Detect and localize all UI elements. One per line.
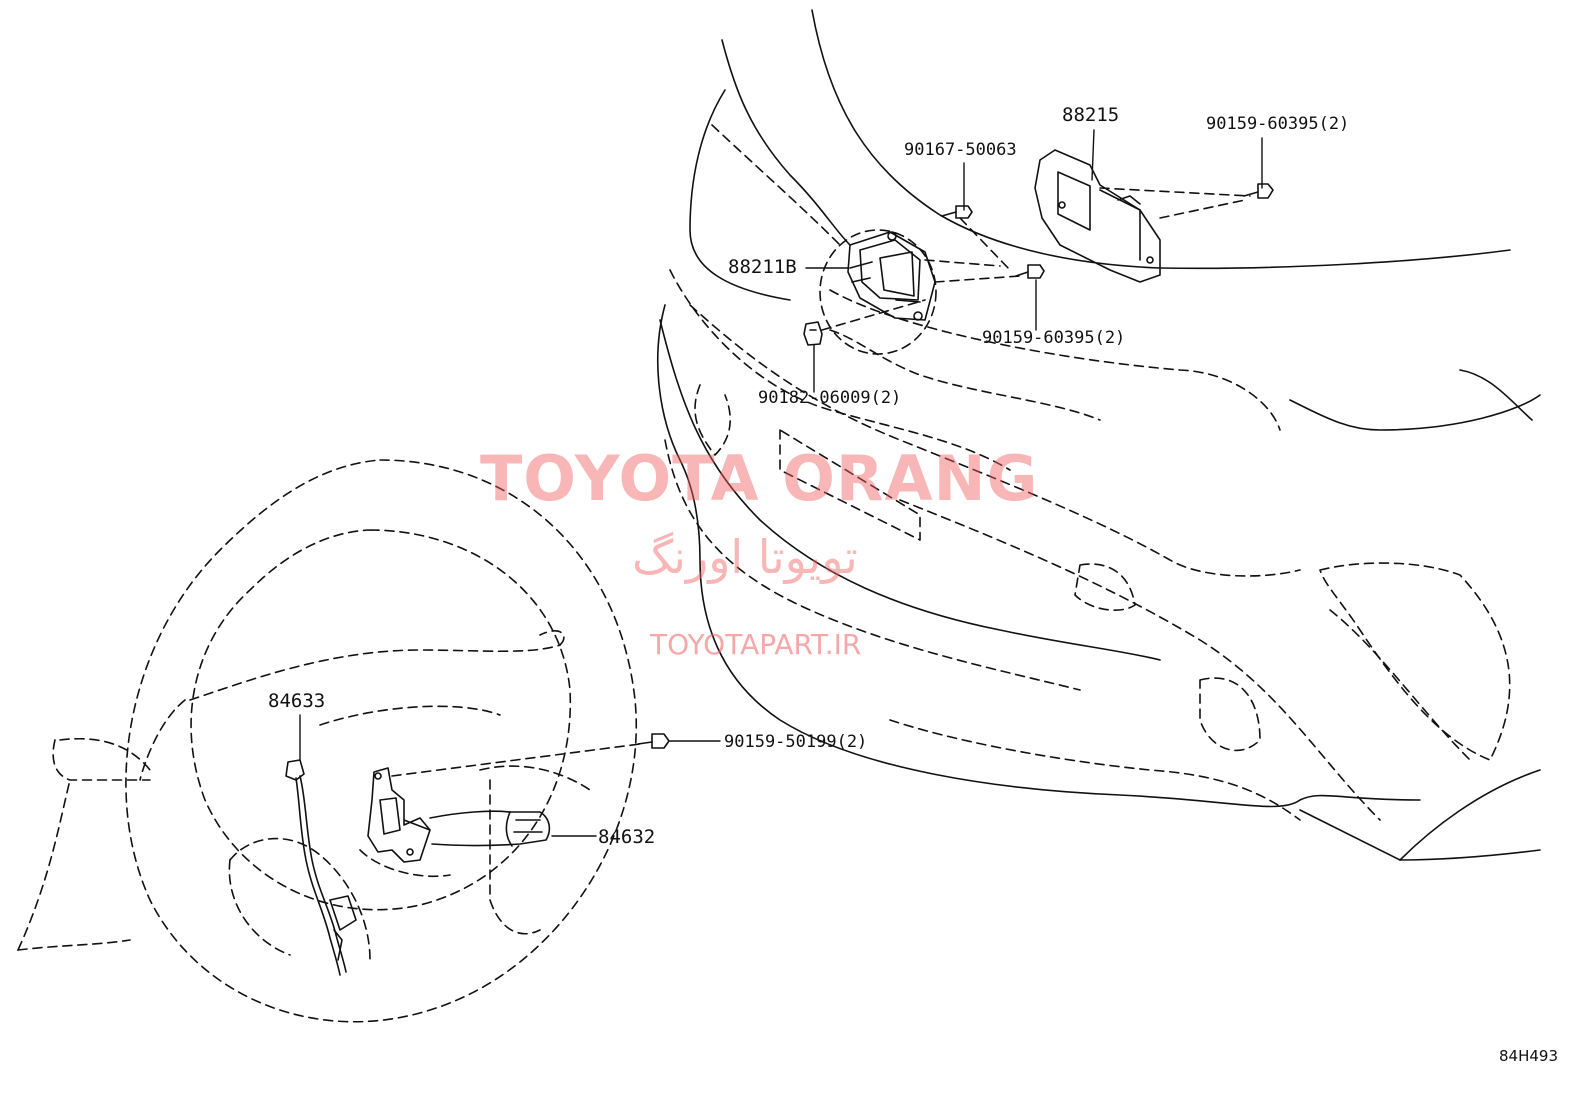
switch-bolt-dashed-line: [391, 743, 641, 777]
diagram-reference: 84H493: [1499, 1047, 1558, 1065]
watermark-persian: تویوتا اورنگ: [632, 530, 858, 584]
label-84632[interactable]: 84632: [598, 826, 656, 848]
wire-harness-84633: [285, 759, 357, 976]
label-90159-60395-mid[interactable]: 90159-60395(2): [982, 328, 1126, 348]
watermark-main: TOYOTA ORANG: [480, 442, 1039, 515]
clip-90182-06009: [803, 321, 823, 346]
bolt-90159-60395-top: [1243, 183, 1274, 199]
label-88211b[interactable]: 88211B: [728, 256, 797, 278]
label-90159-50199[interactable]: 90159-50199(2): [724, 732, 868, 752]
bolt-90167-50063: [941, 205, 973, 219]
cruise-switch-84632: [367, 767, 551, 863]
watermark-url: TOYOTAPART.IR: [650, 628, 862, 661]
label-90182-06009[interactable]: 90182-06009(2): [758, 388, 902, 408]
bolt-90159-50199: [637, 733, 670, 749]
label-90167-50063[interactable]: 90167-50063: [904, 140, 1017, 160]
vehicle-front-outline: [657, 9, 1541, 861]
radar-sensor-88211b: [819, 229, 937, 355]
label-88215[interactable]: 88215: [1062, 104, 1120, 126]
steering-wheel: [17, 459, 637, 1023]
label-90159-60395-top[interactable]: 90159-60395(2): [1206, 114, 1350, 134]
assembly-dashed-lines: [821, 187, 1251, 331]
bolt-90159-60395-mid: [1015, 264, 1045, 279]
bracket-88215: [1034, 149, 1161, 283]
leader-lines: [299, 129, 1263, 837]
label-84633[interactable]: 84633: [268, 690, 326, 712]
